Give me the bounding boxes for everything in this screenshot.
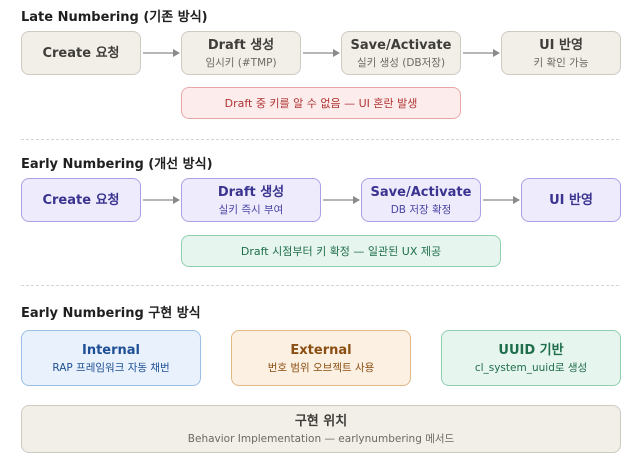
impl-option-uuid-sub: cl_system_uuid로 생성 [474, 361, 588, 374]
late-step-draft-label: Draft 생성 [207, 37, 275, 53]
early-step-draft-label: Draft 생성 [217, 184, 285, 200]
late-step-save-label: Save/Activate [350, 37, 452, 53]
late-step-save-sub: 실키 생성 (DB저장) [356, 56, 446, 69]
late-arrow-2 [303, 49, 340, 57]
early-arrow-2 [323, 196, 360, 204]
impl-option-internal-label: Internal [81, 342, 141, 358]
section-divider-2 [21, 285, 619, 286]
late-arrow-1 [143, 49, 180, 57]
late-arrow-3 [463, 49, 500, 57]
late-step-ui-sub: 키 확인 가능 [533, 56, 589, 69]
impl-location-sub: Behavior Implementation — earlynumbering… [187, 432, 455, 445]
early-step-save-label: Save/Activate [370, 184, 472, 200]
early-arrow-1 [143, 196, 180, 204]
late-step-create-label: Create 요청 [42, 45, 120, 61]
early-step-ui-label: UI 반영 [549, 192, 593, 208]
early-step-save-sub: DB 저장 확정 [390, 203, 452, 216]
early-benefit-note: Draft 시점부터 키 확정 — 일관된 UX 제공 [181, 235, 501, 267]
impl-option-uuid: UUID 기반 cl_system_uuid로 생성 [441, 330, 621, 386]
section-divider-1 [21, 139, 619, 140]
late-numbering-title: Late Numbering (기존 방식) [21, 10, 208, 25]
impl-option-external-label: External [290, 342, 352, 358]
late-step-draft-sub: 임시키 (#TMP) [205, 56, 277, 69]
late-step-save: Save/Activate 실키 생성 (DB저장) [341, 31, 461, 75]
late-problem-note: Draft 중 키를 알 수 없음 — UI 혼란 발생 [181, 87, 461, 119]
impl-title: Early Numbering 구현 방식 [21, 306, 201, 321]
early-step-draft: Draft 생성 실키 즉시 부여 [181, 178, 321, 222]
early-step-create: Create 요청 [21, 178, 141, 222]
early-arrow-3 [483, 196, 520, 204]
impl-location-box: 구현 위치 Behavior Implementation — earlynum… [21, 405, 621, 453]
late-step-ui-label: UI 반영 [539, 37, 583, 53]
late-step-ui: UI 반영 키 확인 가능 [501, 31, 621, 75]
late-problem-note-text: Draft 중 키를 알 수 없음 — UI 혼란 발생 [224, 97, 418, 110]
early-step-save: Save/Activate DB 저장 확정 [361, 178, 481, 222]
impl-option-internal: Internal RAP 프레임워크 자동 채번 [21, 330, 201, 386]
early-step-create-label: Create 요청 [42, 192, 120, 208]
early-step-draft-sub: 실키 즉시 부여 [218, 203, 284, 216]
impl-option-uuid-label: UUID 기반 [498, 342, 564, 358]
impl-option-external-sub: 번호 범위 오브젝트 사용 [267, 361, 375, 374]
early-step-ui: UI 반영 [521, 178, 621, 222]
late-step-create: Create 요청 [21, 31, 141, 75]
impl-location-label: 구현 위치 [294, 413, 348, 429]
early-numbering-title: Early Numbering (개선 방식) [21, 157, 213, 172]
impl-option-internal-sub: RAP 프레임워크 자동 채번 [52, 361, 170, 374]
late-step-draft: Draft 생성 임시키 (#TMP) [181, 31, 301, 75]
impl-option-external: External 번호 범위 오브젝트 사용 [231, 330, 411, 386]
early-benefit-note-text: Draft 시점부터 키 확정 — 일관된 UX 제공 [240, 245, 442, 258]
